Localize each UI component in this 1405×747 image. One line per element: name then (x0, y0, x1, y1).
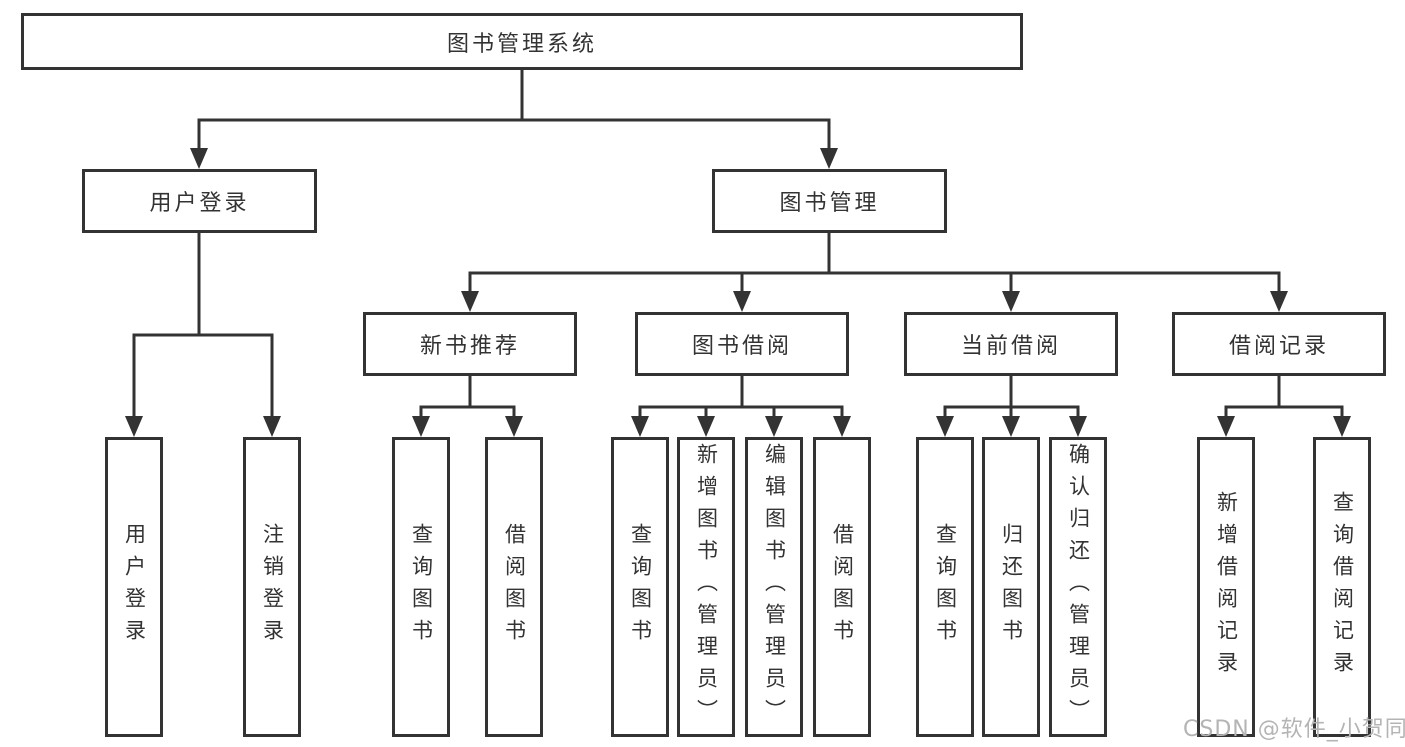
connector-current-borrow-to-leaves (936, 372, 1087, 437)
leaf-user-login: 用户登录 (105, 437, 163, 737)
node-book-borrow: 图书借阅 (635, 312, 849, 376)
node-library-system: 图书管理系统 (21, 13, 1023, 70)
leaf-records-query-record: 查询借阅记录 (1313, 437, 1371, 737)
connector-user-login-to-leaves (125, 229, 281, 437)
leaf-current-return-books: 归还图书 (982, 437, 1040, 737)
leaf-borrow-query-books: 查询图书 (611, 437, 669, 737)
leaf-borrow-add-books-admin: 新增图书（管理员） (677, 437, 735, 737)
node-borrow-records: 借阅记录 (1172, 312, 1386, 376)
leaf-current-confirm-return-admin: 确认归还（管理员） (1049, 437, 1107, 737)
leaf-borrow-edit-books-admin: 编辑图书（管理员） (745, 437, 803, 737)
connector-borrow-records-to-leaves (1217, 372, 1351, 437)
leaf-records-add-record: 新增借阅记录 (1197, 437, 1255, 737)
leaf-borrow-borrow-books: 借阅图书 (813, 437, 871, 737)
connector-book-borrow-to-leaves (631, 372, 851, 437)
connector-book-management-to-level3 (461, 229, 1288, 312)
node-new-book-recommend: 新书推荐 (363, 312, 577, 376)
leaf-current-query-books: 查询图书 (916, 437, 974, 737)
watermark-text: CSDN @软件_小贺同学 (1183, 717, 1405, 742)
node-user-login: 用户登录 (82, 169, 317, 233)
connector-root-to-level2 (190, 67, 838, 169)
node-book-management: 图书管理 (712, 169, 947, 233)
leaf-logout: 注销登录 (243, 437, 301, 737)
node-current-borrow: 当前借阅 (904, 312, 1118, 376)
leaf-recommend-borrow-books: 借阅图书 (485, 437, 543, 737)
connector-new-book-recommend-to-leaves (412, 372, 523, 437)
leaf-recommend-query-books: 查询图书 (392, 437, 450, 737)
